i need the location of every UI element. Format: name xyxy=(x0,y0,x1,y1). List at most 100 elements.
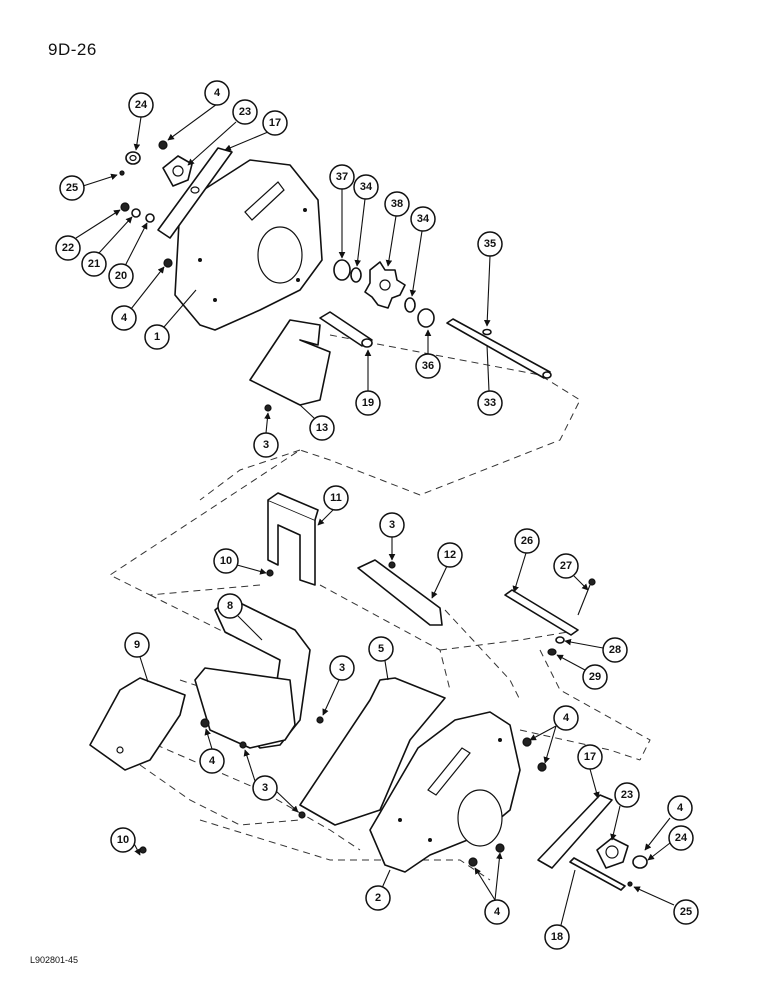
callout-27: 27 xyxy=(553,553,589,591)
callout-38: 38 xyxy=(384,191,410,267)
collar-24-lower xyxy=(632,855,648,869)
shield-13 xyxy=(249,319,331,406)
svg-text:10: 10 xyxy=(220,555,232,567)
bolt-3-upper xyxy=(264,404,272,412)
callout-12: 12 xyxy=(431,542,463,599)
svg-text:25: 25 xyxy=(680,906,692,918)
key-35 xyxy=(482,328,492,336)
svg-text:4: 4 xyxy=(121,312,128,324)
svg-text:38: 38 xyxy=(391,198,403,210)
callout-37: 37 xyxy=(329,164,355,259)
svg-text:3: 3 xyxy=(389,519,395,531)
callout-9: 9 xyxy=(124,632,150,683)
svg-text:4: 4 xyxy=(214,87,221,99)
bearing-23-lower xyxy=(596,837,629,869)
callout-22: 22 xyxy=(55,209,121,261)
strip-17-upper xyxy=(157,147,233,239)
bracket-12 xyxy=(357,559,443,626)
callout-33: 33 xyxy=(477,344,503,416)
svg-text:9: 9 xyxy=(134,639,140,651)
svg-text:35: 35 xyxy=(484,238,496,250)
svg-text:34: 34 xyxy=(417,213,430,225)
bolt-3-mid xyxy=(388,561,396,569)
svg-text:4: 4 xyxy=(209,755,216,767)
callout-26: 26 xyxy=(512,528,540,593)
callout-5: 5 xyxy=(368,636,394,681)
callout-4-right: 4 xyxy=(529,705,579,764)
svg-text:4: 4 xyxy=(563,712,570,724)
callout-19: 19 xyxy=(355,349,381,416)
shield-9 xyxy=(89,677,186,771)
shaft-33 xyxy=(446,318,552,379)
callout-25-lower: 25 xyxy=(633,886,699,925)
callout-25-upper: 25 xyxy=(59,173,118,201)
sprocket-38 xyxy=(364,261,406,309)
svg-text:3: 3 xyxy=(263,439,269,451)
svg-text:24: 24 xyxy=(675,832,688,844)
svg-text:23: 23 xyxy=(239,106,251,118)
callout-17-upper: 17 xyxy=(224,110,288,151)
bar-26 xyxy=(504,589,579,636)
svg-text:3: 3 xyxy=(262,782,268,794)
bushing-36 xyxy=(417,308,435,328)
callout-24-lower: 24 xyxy=(647,825,694,861)
callout-18: 18 xyxy=(544,869,576,950)
svg-text:29: 29 xyxy=(589,671,601,683)
plate-2 xyxy=(369,711,521,873)
svg-text:24: 24 xyxy=(135,99,148,111)
bolt-18 xyxy=(569,857,626,891)
svg-text:4: 4 xyxy=(494,906,501,918)
tube-19 xyxy=(319,311,373,348)
figure-reference: L902801-45 xyxy=(30,955,79,965)
callout-23-upper: 23 xyxy=(187,99,258,166)
svg-text:25: 25 xyxy=(66,182,78,194)
callout-3-right: 3 xyxy=(322,655,355,716)
svg-text:34: 34 xyxy=(360,181,373,193)
panel-5 xyxy=(299,677,446,826)
strip-17-lower xyxy=(537,794,613,869)
svg-text:1: 1 xyxy=(154,331,160,343)
svg-text:11: 11 xyxy=(330,492,342,504)
callout-23-lower: 23 xyxy=(610,782,640,841)
collar-24-upper xyxy=(125,151,141,165)
callout-21: 21 xyxy=(81,216,133,277)
svg-text:8: 8 xyxy=(227,600,233,612)
callout-3-lower: 3 xyxy=(243,749,299,813)
svg-text:4: 4 xyxy=(677,802,684,814)
svg-text:17: 17 xyxy=(584,751,596,763)
svg-text:5: 5 xyxy=(378,643,384,655)
callouts: 24 4 23 17 25 22 21 20 4 1 37 34 38 34 3… xyxy=(55,80,699,950)
svg-text:12: 12 xyxy=(444,549,456,561)
svg-text:20: 20 xyxy=(115,270,127,282)
washer-34-a xyxy=(350,267,362,283)
washer-34-b xyxy=(404,297,416,313)
svg-text:17: 17 xyxy=(269,117,281,129)
svg-text:27: 27 xyxy=(560,560,572,572)
callout-4-bottom: 4 xyxy=(474,852,510,925)
nut-29 xyxy=(547,648,557,656)
callout-8: 8 xyxy=(217,593,263,641)
svg-text:18: 18 xyxy=(551,931,563,943)
svg-text:26: 26 xyxy=(521,535,533,547)
callout-20: 20 xyxy=(108,222,148,289)
bushing-37 xyxy=(333,259,351,281)
page-number: 9D-26 xyxy=(48,40,97,59)
svg-text:33: 33 xyxy=(484,397,496,409)
callout-35: 35 xyxy=(477,231,503,327)
callout-4-upper: 4 xyxy=(167,80,230,141)
svg-text:23: 23 xyxy=(621,789,633,801)
washer-28 xyxy=(555,636,565,644)
bearing-23-upper xyxy=(162,155,193,187)
svg-text:37: 37 xyxy=(336,171,348,183)
callout-4-left: 4 xyxy=(111,266,165,331)
small-hardware-upper xyxy=(119,140,173,268)
callout-3-mid: 3 xyxy=(379,512,405,561)
bolt-27 xyxy=(577,578,596,616)
plate-1 xyxy=(174,159,323,331)
callout-1: 1 xyxy=(144,289,197,350)
svg-text:28: 28 xyxy=(609,644,621,656)
callout-10-upper: 10 xyxy=(213,548,267,575)
callout-13: 13 xyxy=(299,404,335,441)
svg-text:21: 21 xyxy=(88,258,100,270)
